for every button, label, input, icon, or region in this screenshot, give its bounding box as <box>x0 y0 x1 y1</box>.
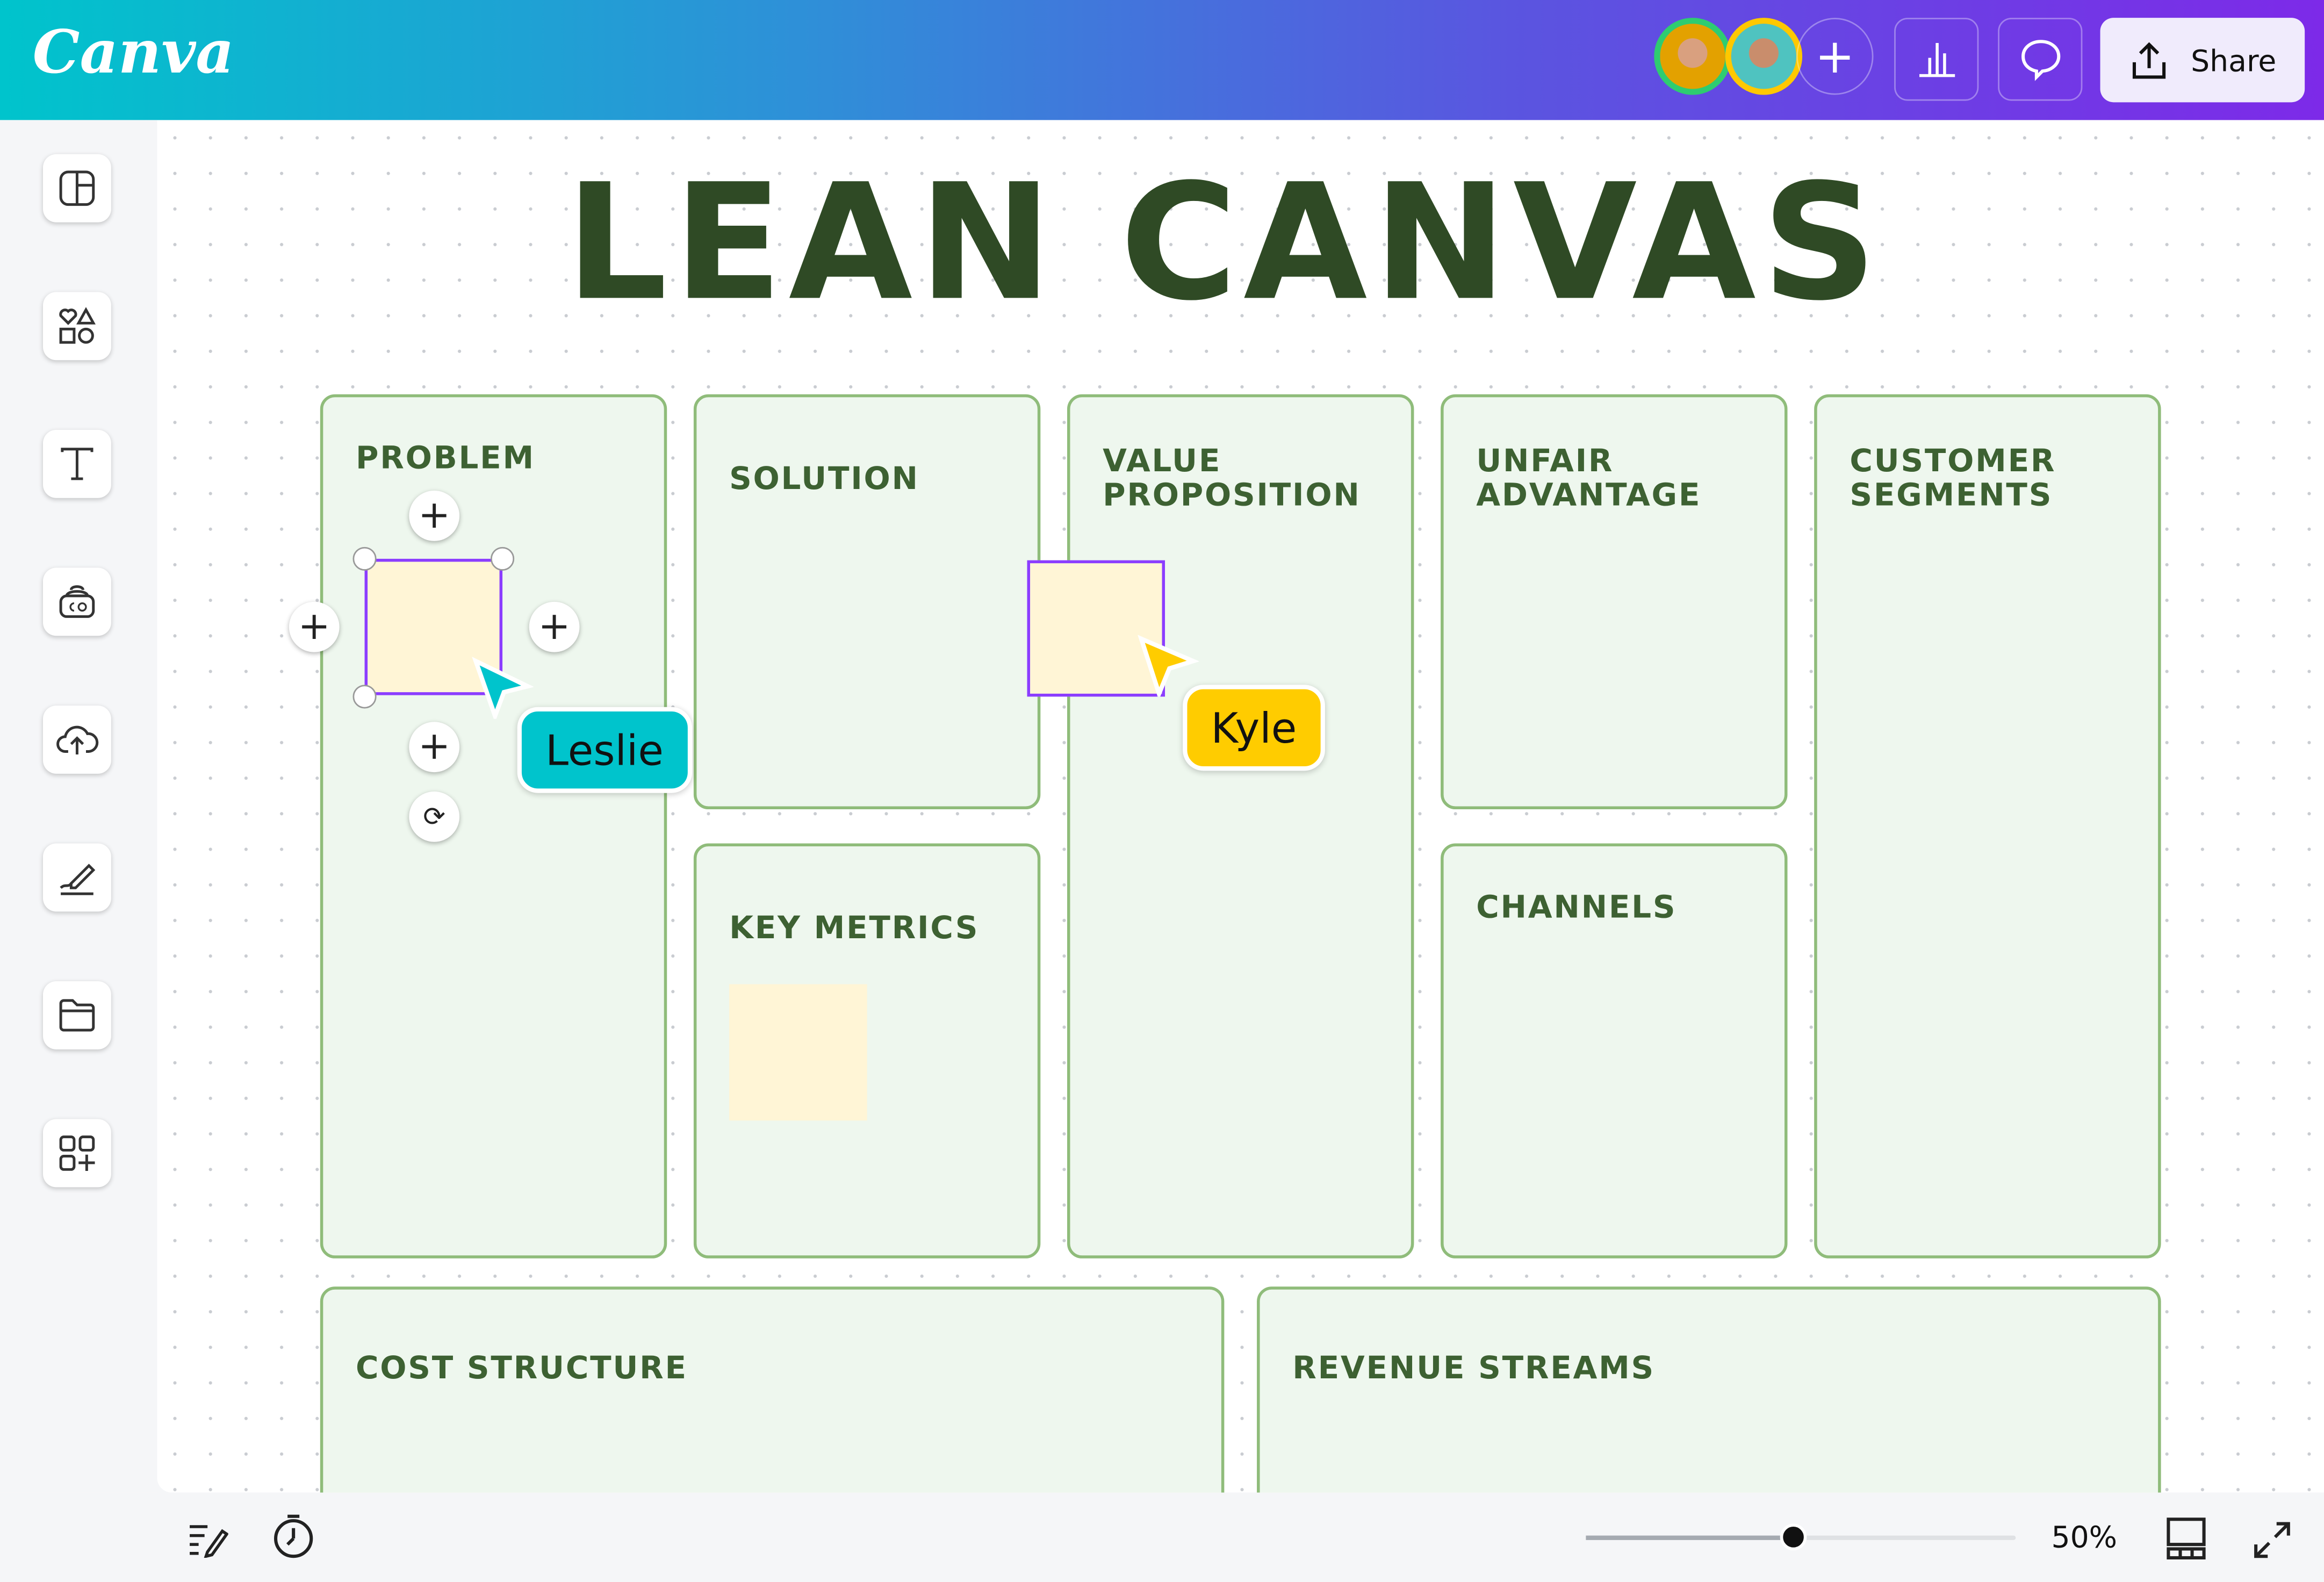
zoom-slider-thumb[interactable] <box>1780 1523 1807 1551</box>
section-label: COST STRUCTURE <box>355 1350 688 1386</box>
sidebar-item-elements[interactable] <box>42 292 111 361</box>
add-collaborator-button[interactable]: + <box>1796 18 1874 95</box>
section-label: KEY METRICS <box>729 910 980 946</box>
top-bar: Canva + Share <box>0 0 2324 120</box>
section-revenue-streams[interactable]: REVENUE STREAMS <box>1257 1286 2161 1493</box>
comment-icon <box>2020 40 2060 81</box>
resize-handle[interactable] <box>352 546 377 571</box>
plus-icon: + <box>418 724 451 770</box>
share-button[interactable]: Share <box>2100 18 2305 103</box>
elements-icon <box>59 307 96 344</box>
text-icon <box>61 448 93 480</box>
draw-icon <box>60 864 96 895</box>
sidebar-item-projects[interactable] <box>42 981 111 1049</box>
bottom-bar: 50% <box>0 1492 2324 1582</box>
section-label: CUSTOMER SEGMENTS <box>1850 443 2056 513</box>
section-key-metrics[interactable]: KEY METRICS <box>693 843 1041 1259</box>
sidebar <box>0 120 157 1493</box>
cursor-label-leslie: Leslie <box>517 707 692 793</box>
upload-icon <box>56 725 99 754</box>
add-above-button[interactable]: + <box>409 490 460 541</box>
resize-handle[interactable] <box>352 685 377 709</box>
section-channels[interactable]: CHANNELS <box>1441 843 1788 1259</box>
folder-icon <box>59 999 95 1032</box>
page-view-icon[interactable] <box>2165 1516 2207 1561</box>
apps-icon <box>59 1135 95 1171</box>
avatar-collaborator-2[interactable] <box>1725 18 1803 95</box>
add-left-button[interactable]: + <box>289 601 340 652</box>
sidebar-item-draw[interactable] <box>42 843 111 912</box>
sticky-note-kyle[interactable] <box>1027 560 1165 697</box>
share-label: Share <box>2191 42 2277 78</box>
sidebar-item-design[interactable] <box>42 154 111 222</box>
section-problem[interactable]: PROBLEM <box>320 394 667 1259</box>
board-title: LEAN CANVAS <box>565 151 1883 337</box>
zoom-slider-fill <box>1586 1535 1794 1540</box>
plus-icon: + <box>1815 28 1855 85</box>
zoom-slider[interactable] <box>1586 1523 2016 1551</box>
section-cost-structure[interactable]: COST STRUCTURE <box>320 1286 1225 1493</box>
resize-handle[interactable] <box>490 546 515 571</box>
section-solution[interactable]: SOLUTION <box>693 394 1041 810</box>
share-icon <box>2133 41 2166 78</box>
section-label: PROBLEM <box>355 440 535 476</box>
layout-icon <box>59 170 95 206</box>
plus-icon: + <box>298 605 330 650</box>
brand-icon <box>59 585 95 618</box>
sidebar-item-brand[interactable] <box>42 567 111 636</box>
section-unfair-advantage[interactable]: UNFAIR ADVANTAGE <box>1441 394 1788 810</box>
cursor-label-kyle: Kyle <box>1183 685 1325 771</box>
sidebar-item-text[interactable] <box>42 429 111 498</box>
add-right-button[interactable]: + <box>529 601 580 652</box>
sidebar-item-uploads[interactable] <box>42 705 111 774</box>
avatar-collaborator-1[interactable] <box>1654 18 1731 95</box>
fullscreen-icon[interactable] <box>2251 1519 2293 1561</box>
whiteboard-canvas[interactable]: LEAN CANVAS PROBLEM SOLUTION KEY METRICS… <box>157 120 2324 1493</box>
section-label: VALUE PROPOSITION <box>1103 443 1361 513</box>
rotate-icon: ⟳ <box>423 801 445 832</box>
analytics-button[interactable] <box>1894 18 1979 101</box>
section-label: REVENUE STREAMS <box>1292 1350 1656 1386</box>
plus-icon: + <box>538 605 571 650</box>
zoom-level[interactable]: 50% <box>2051 1519 2118 1555</box>
sticky-note[interactable] <box>729 984 867 1121</box>
analytics-icon <box>1918 42 1954 77</box>
section-label: UNFAIR ADVANTAGE <box>1476 443 1702 513</box>
section-label: SOLUTION <box>729 461 919 497</box>
section-value-proposition[interactable]: VALUE PROPOSITION <box>1067 394 1414 1259</box>
add-below-button[interactable]: + <box>409 722 460 773</box>
cursor-leslie-icon <box>472 657 534 719</box>
plus-icon: + <box>418 493 451 538</box>
comment-button[interactable] <box>1998 18 2083 101</box>
section-customer-segments[interactable]: CUSTOMER SEGMENTS <box>1814 394 2161 1259</box>
section-label: CHANNELS <box>1476 889 1677 925</box>
notes-icon[interactable] <box>187 1519 228 1558</box>
canva-logo[interactable]: Canva <box>32 18 234 88</box>
timer-icon[interactable] <box>271 1512 316 1559</box>
rotate-button[interactable]: ⟳ <box>409 791 460 842</box>
sidebar-item-apps[interactable] <box>42 1119 111 1188</box>
cursor-kyle-icon <box>1138 635 1199 697</box>
